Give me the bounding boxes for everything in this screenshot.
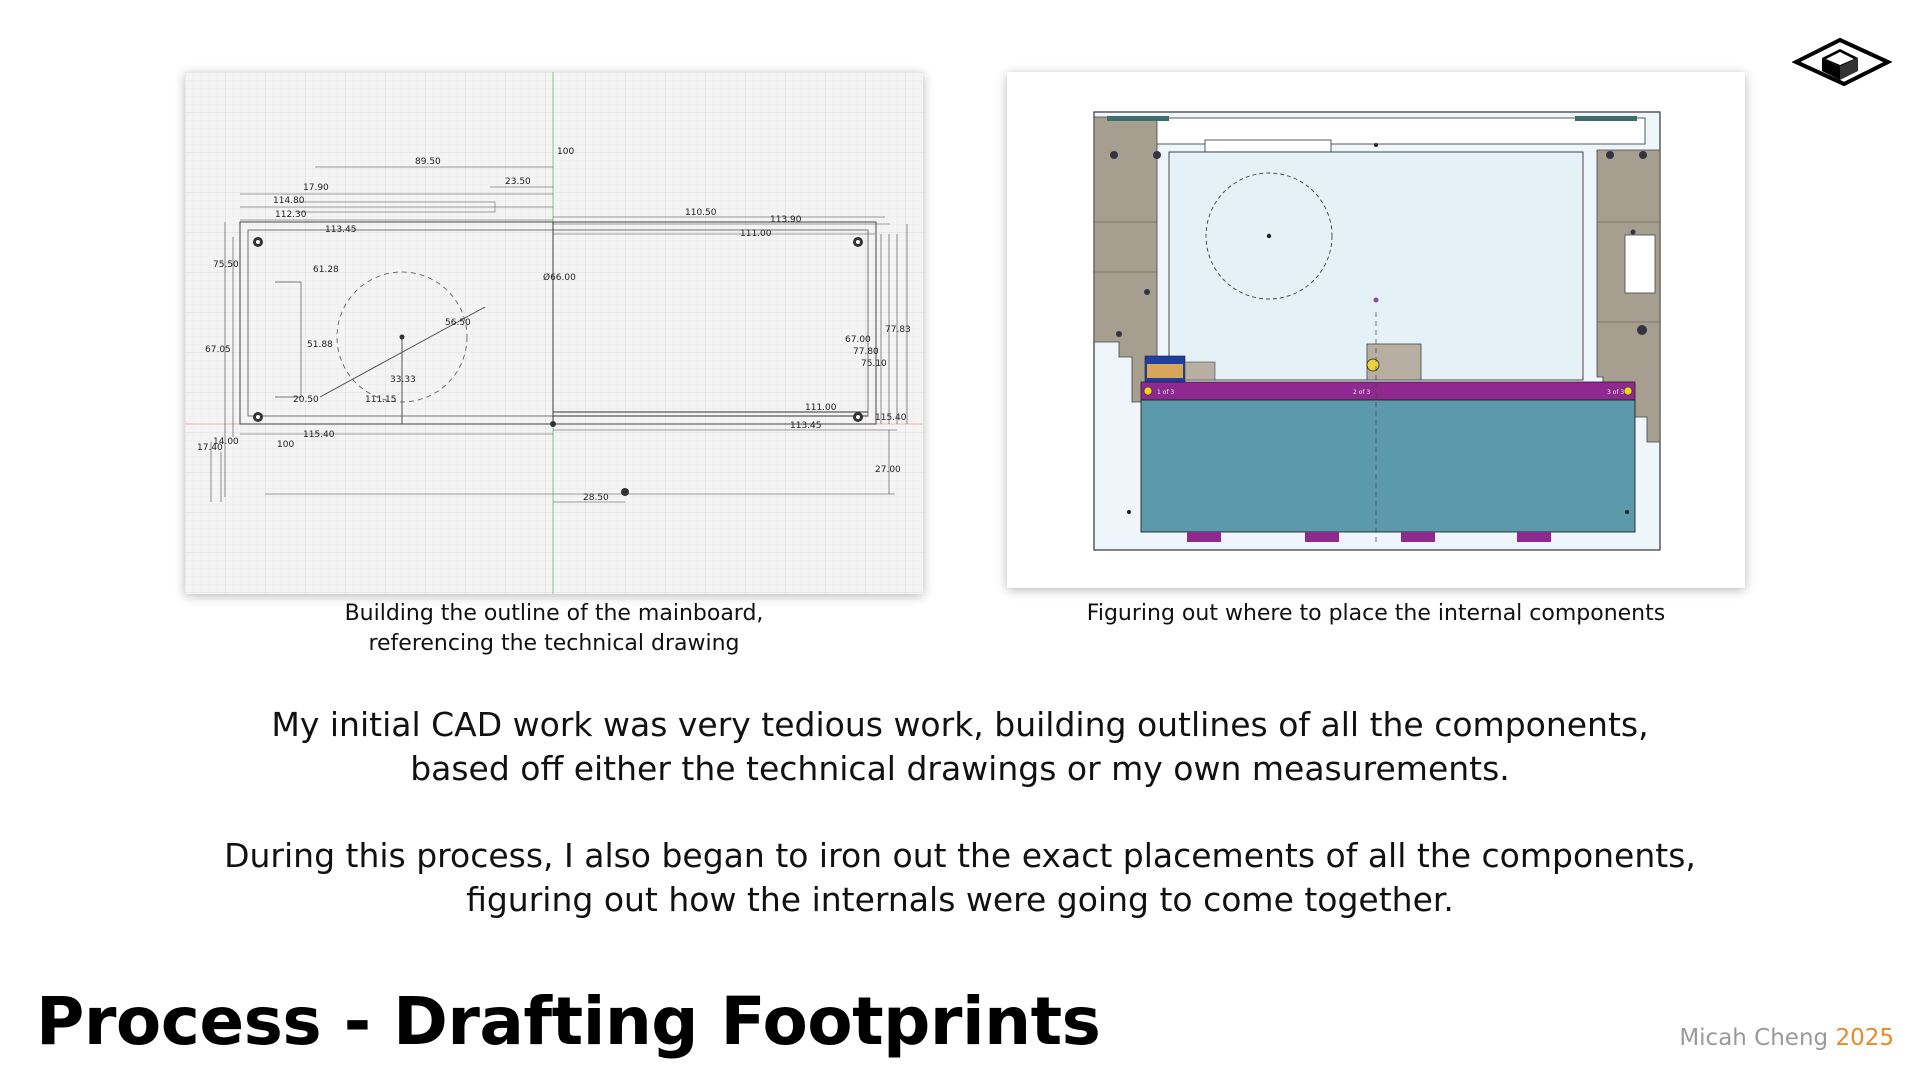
dimension-label: 89.50 [415,157,441,167]
caption-line: Figuring out where to place the internal… [1086,601,1666,626]
dimension-label: 33.33 [390,375,416,385]
dimension-label: 20.50 [293,395,319,405]
dimension-label: 113.45 [325,225,357,235]
dimension-label: 67.05 [205,345,231,355]
paragraph-line: My initial CAD work was very tedious wor… [271,705,1649,744]
dimension-label: 100 [277,440,294,450]
dimension-label: 77.83 [885,325,911,335]
dimension-label: 23.50 [505,177,531,187]
dimension-label: 113.90 [770,215,802,225]
part-label: 3 of 3 [1607,389,1624,396]
paragraph-line: During this process, I also began to iro… [224,836,1696,875]
author-name: Micah Cheng [1679,1025,1829,1051]
dimension-label: 110.50 [685,208,717,218]
caption-components: Figuring out where to place the internal… [1007,599,1745,629]
dimension-label: 27.00 [875,465,901,475]
dimension-label: 112.30 [275,210,307,220]
part-label: 2 of 3 [1353,389,1370,396]
dimension-label: 111.00 [740,229,772,239]
dimension-label: 77.80 [853,347,879,357]
dimension-label: 75.10 [861,359,887,369]
author-year: 2025 [1835,1025,1894,1051]
dimension-label: 61.28 [313,265,339,275]
dimension-label: 17.90 [303,183,329,193]
component-placement-drawing: 1 of 3 2 of 3 3 of 3 [1007,72,1745,588]
dimension-label: 115.40 [303,430,335,440]
body-paragraph: My initial CAD work was very tedious wor… [160,703,1760,791]
caption-line: referencing the technical drawing [368,631,740,656]
caption-mainboard: Building the outline of the mainboard, r… [185,599,923,659]
dimension-label: Ø66.00 [543,272,576,283]
isometric-cube-icon [1792,37,1892,87]
dimension-label: 111.15 [365,395,397,405]
dimension-label: 111.00 [805,403,837,413]
paragraph-line: based off either the technical drawings … [410,749,1510,788]
part-label: 1 of 3 [1157,389,1174,396]
dimension-label: 115.40 [875,413,907,423]
dimension-label: 67.00 [845,335,871,345]
body-paragraph: During this process, I also began to iro… [160,834,1760,922]
dimension-label: 114.80 [273,196,305,206]
paragraph-line: figuring out how the internals were goin… [466,880,1454,919]
dimension-label: 28.50 [583,493,609,503]
mainboard-outline-drawing: 89.50 23.50 17.90 114.80 112.30 113.45 1… [185,72,923,594]
dimension-label: 51.88 [307,340,333,350]
dimension-label: 75.50 [213,260,239,270]
dimension-label: 113.45 [790,421,822,431]
author-credit: Micah Cheng 2025 [1679,1025,1894,1051]
caption-line: Building the outline of the mainboard, [344,601,764,626]
dimension-label: 56.50 [445,318,471,328]
slide-title: Process - Drafting Footprints [36,983,1101,1060]
dimension-label: 17.40 [197,443,223,453]
dimension-label: 100 [557,147,574,157]
dimension-label: 14.00 [213,437,239,447]
